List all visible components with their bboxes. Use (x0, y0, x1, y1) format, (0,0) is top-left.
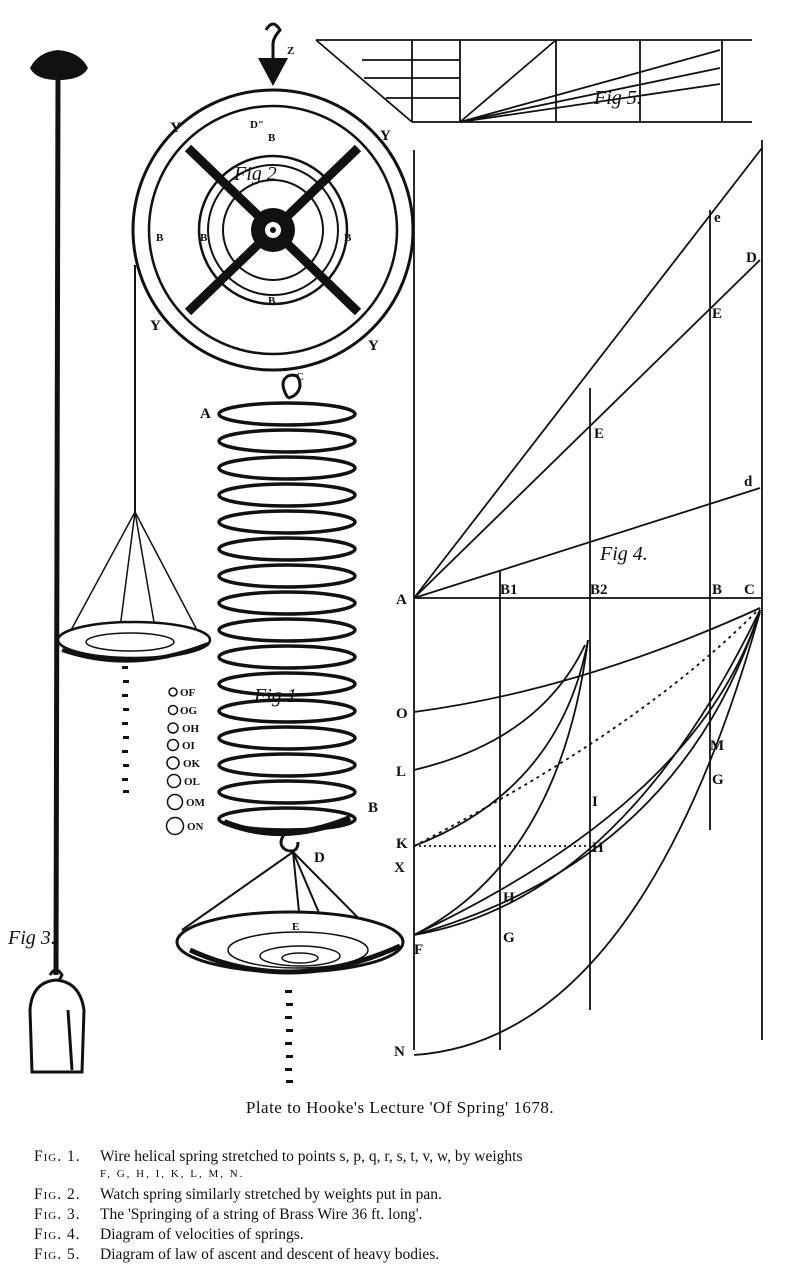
fig1-weights-list: OF OG OH OI OK OL OM ON (165, 687, 206, 836)
fig2-point-y-tl: Y (170, 120, 181, 136)
caption-weights-line: F, G, H, I, K, L, M, N. (100, 1168, 245, 1180)
fig3-brass-wire: Fig 3. (7, 50, 88, 1074)
fig1-point-a: A (200, 406, 211, 422)
fig4-point-f: F (414, 942, 423, 958)
fig4-point-b: B (712, 582, 722, 598)
hooke-plate-illustration: Fig 3. OF OG OH OI OK OL OM (7, 22, 763, 1083)
caption-title: Plate to Hooke's Lecture 'Of Spring' 167… (245, 1098, 555, 1117)
fig4-point-h-left: H (503, 890, 515, 906)
fig1-label: Fig 1. (253, 685, 302, 707)
weight-i: OI (182, 740, 195, 752)
caption-line-fig5: Fig. 5. Diagram of law of ascent and desc… (34, 1246, 439, 1264)
fig4-point-e-mid: E (594, 426, 604, 442)
fig4-point-d: D (746, 250, 757, 266)
fig2-pan (56, 265, 212, 793)
caption-text: Watch spring similarly stretched by weig… (100, 1186, 442, 1203)
fig4-point-a: A (396, 592, 407, 608)
caption-line-fig4: Fig. 4. Diagram of velocities of springs. (34, 1226, 304, 1244)
fig4-label: Fig 4. (599, 543, 648, 565)
fig2-point-b-inner: B (200, 232, 208, 244)
caption-fig-label: Fig. 1. (34, 1148, 81, 1165)
weight-n: ON (187, 821, 204, 833)
fig4-point-b1: B1 (500, 582, 518, 598)
fig4-diagram (413, 140, 763, 1056)
fig4-point-x: X (394, 860, 405, 876)
caption-line-fig2: Fig. 2. Watch spring similarly stretched … (34, 1186, 442, 1204)
fig2-point-b-bottom: B (268, 295, 276, 307)
caption-text: Diagram of law of ascent and descent of … (100, 1246, 440, 1263)
fig4-point-m: M (710, 738, 724, 754)
fig4-point-e-small: e (714, 210, 721, 226)
fig1-point-c: C (296, 371, 304, 383)
fig2-point-z: Z (287, 45, 294, 57)
fig4-point-g-left: G (503, 930, 515, 946)
caption-text: Diagram of velocities of springs. (100, 1226, 304, 1243)
fig2-point-y-br: Y (368, 338, 379, 354)
fig4-point-l: L (396, 764, 406, 780)
fig4-point-b2: B2 (590, 582, 608, 598)
fig4-point-g-right: G (712, 772, 724, 788)
fig2-point-b-left: B (156, 232, 164, 244)
fig1-point-e: E (292, 921, 299, 933)
caption-text: The 'Springing of a string of Brass Wire… (100, 1206, 423, 1223)
fig2-point-y-bl: Y (150, 318, 161, 334)
fig1-point-d: D (314, 850, 325, 866)
weight-m: OM (186, 797, 206, 809)
weight-f: OF (180, 687, 196, 699)
fig1-point-b: B (368, 800, 378, 816)
caption-fig-label: Fig. 3. (34, 1206, 81, 1223)
fig2-point-d: D″ (250, 119, 264, 131)
fig3-label: Fig 3. (7, 927, 56, 949)
caption-fig-label: Fig. 2. (34, 1186, 81, 1203)
fig4-point-n: N (394, 1044, 405, 1060)
fig2-label: Fig 2 (233, 163, 277, 185)
fig4-point-e-upper: E (712, 306, 722, 322)
caption-line-fig3: Fig. 3. The 'Springing of a string of Bra… (34, 1206, 422, 1224)
fig4-point-c: C (744, 582, 755, 598)
fig5-label: Fig 5. (593, 87, 642, 109)
fig4-point-h-right: H (592, 840, 604, 856)
fig1-helical-spring: A B C D Fig 1. E (175, 371, 405, 1083)
fig4-point-o: O (396, 706, 408, 722)
fig4-labels: A B1 B2 B C D E E e d O L K X F N G G H … (394, 210, 757, 1060)
fig4-point-k: K (396, 836, 408, 852)
caption-fig-label: Fig. 5. (34, 1246, 81, 1263)
fig2-point-b-top: B (268, 132, 276, 144)
caption-text: Wire helical spring stretched to points … (100, 1148, 523, 1165)
weight-g: OG (180, 705, 198, 717)
caption-fig-label: Fig. 4. (34, 1226, 81, 1243)
fig2-point-b-right: B (344, 232, 352, 244)
fig4-point-i: I (592, 794, 598, 810)
fig4-point-d-small: d (744, 474, 753, 490)
fig2-watch-spring: Z D″ Y Y Y Y B B B B B Fig 2 (131, 22, 415, 372)
weight-k: OK (183, 758, 201, 770)
fig5-diagram (315, 39, 752, 123)
caption-line-fig1: Fig. 1. Wire helical spring stretched to … (34, 1148, 523, 1166)
fig2-point-y-tr: Y (380, 128, 391, 144)
weight-l: OL (184, 776, 200, 788)
weight-h: OH (182, 723, 200, 735)
